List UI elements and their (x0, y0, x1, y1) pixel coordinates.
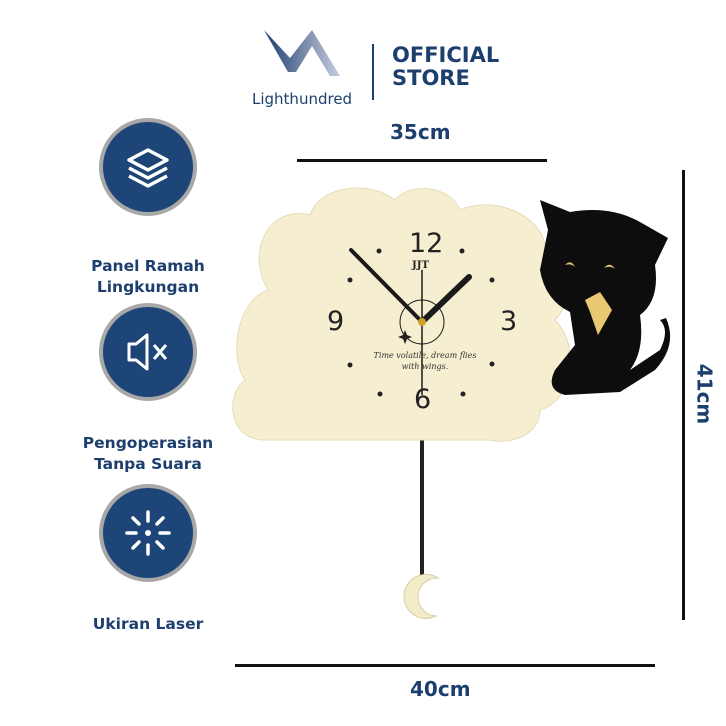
cat-figure (540, 200, 671, 395)
feature-laser (99, 484, 197, 582)
clock-number-12: 12 (409, 228, 444, 259)
laser-burst-icon (125, 510, 171, 556)
logo-text: Lighthundred (252, 90, 353, 108)
feature-silent (99, 303, 197, 401)
logo-mark-icon (264, 30, 340, 76)
brand-logo: Lighthundred (250, 24, 360, 108)
dimension-line-right (682, 170, 685, 620)
feature-label: Ukiran Laser (92, 615, 204, 633)
clock-number-9: 9 (327, 306, 345, 337)
dimension-line-top (297, 159, 547, 162)
layers-icon (127, 148, 169, 188)
official-store-label: OFFICIAL STORE (392, 43, 500, 90)
clock-number-3: 3 (500, 306, 518, 337)
logo-divider (372, 44, 374, 100)
pendulum (403, 360, 440, 619)
dimension-line-bottom (235, 664, 655, 667)
dimension-width-top: 35cm (390, 120, 451, 144)
moon-icon (403, 573, 440, 619)
feature-eco-panel (99, 118, 197, 216)
hour-dots (347, 248, 495, 397)
clock-number-6: 6 (414, 384, 432, 415)
clock-brand-mark: JJT (412, 260, 429, 271)
speaker-mute-icon (127, 333, 168, 371)
dimension-width-bottom: 40cm (410, 677, 471, 701)
